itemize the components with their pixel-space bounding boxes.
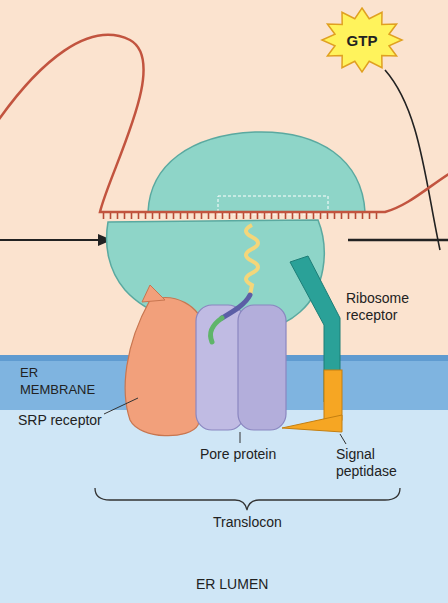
part-label: Translocon [213,514,282,531]
leader-line [240,432,241,443]
signal-sequence [222,295,250,318]
signal-peptidase-tip [282,415,342,432]
srp-receptor-tip [142,285,165,302]
er-lumen [0,410,448,603]
part-label: SRP receptor [18,412,102,429]
cytosol [0,0,448,355]
direction-arrow [0,239,100,241]
direction-line [348,239,448,242]
ribosome-small-subunit [148,132,365,212]
gtp-starburst: GTP [320,6,404,74]
part-label: Pore protein [200,446,276,463]
node-text: GTP [320,6,404,74]
gtp-line [385,70,440,250]
signal-sequence-end [210,318,222,342]
part-label: ER MEMBRANE [20,364,106,398]
nascent-chain [246,225,258,295]
translocon-bracket [95,488,400,510]
part-label: Signal peptidase [336,446,426,480]
part-label: ER LUMEN [196,576,268,593]
pore-protein [196,305,244,430]
srp-receptor [125,298,207,436]
pore-protein [238,305,286,430]
signal-peptidase [324,370,342,420]
leader-line [340,434,346,444]
mrna-codons [100,213,380,221]
part-label: Ribosome receptor [346,290,442,324]
leader-line [104,398,138,414]
